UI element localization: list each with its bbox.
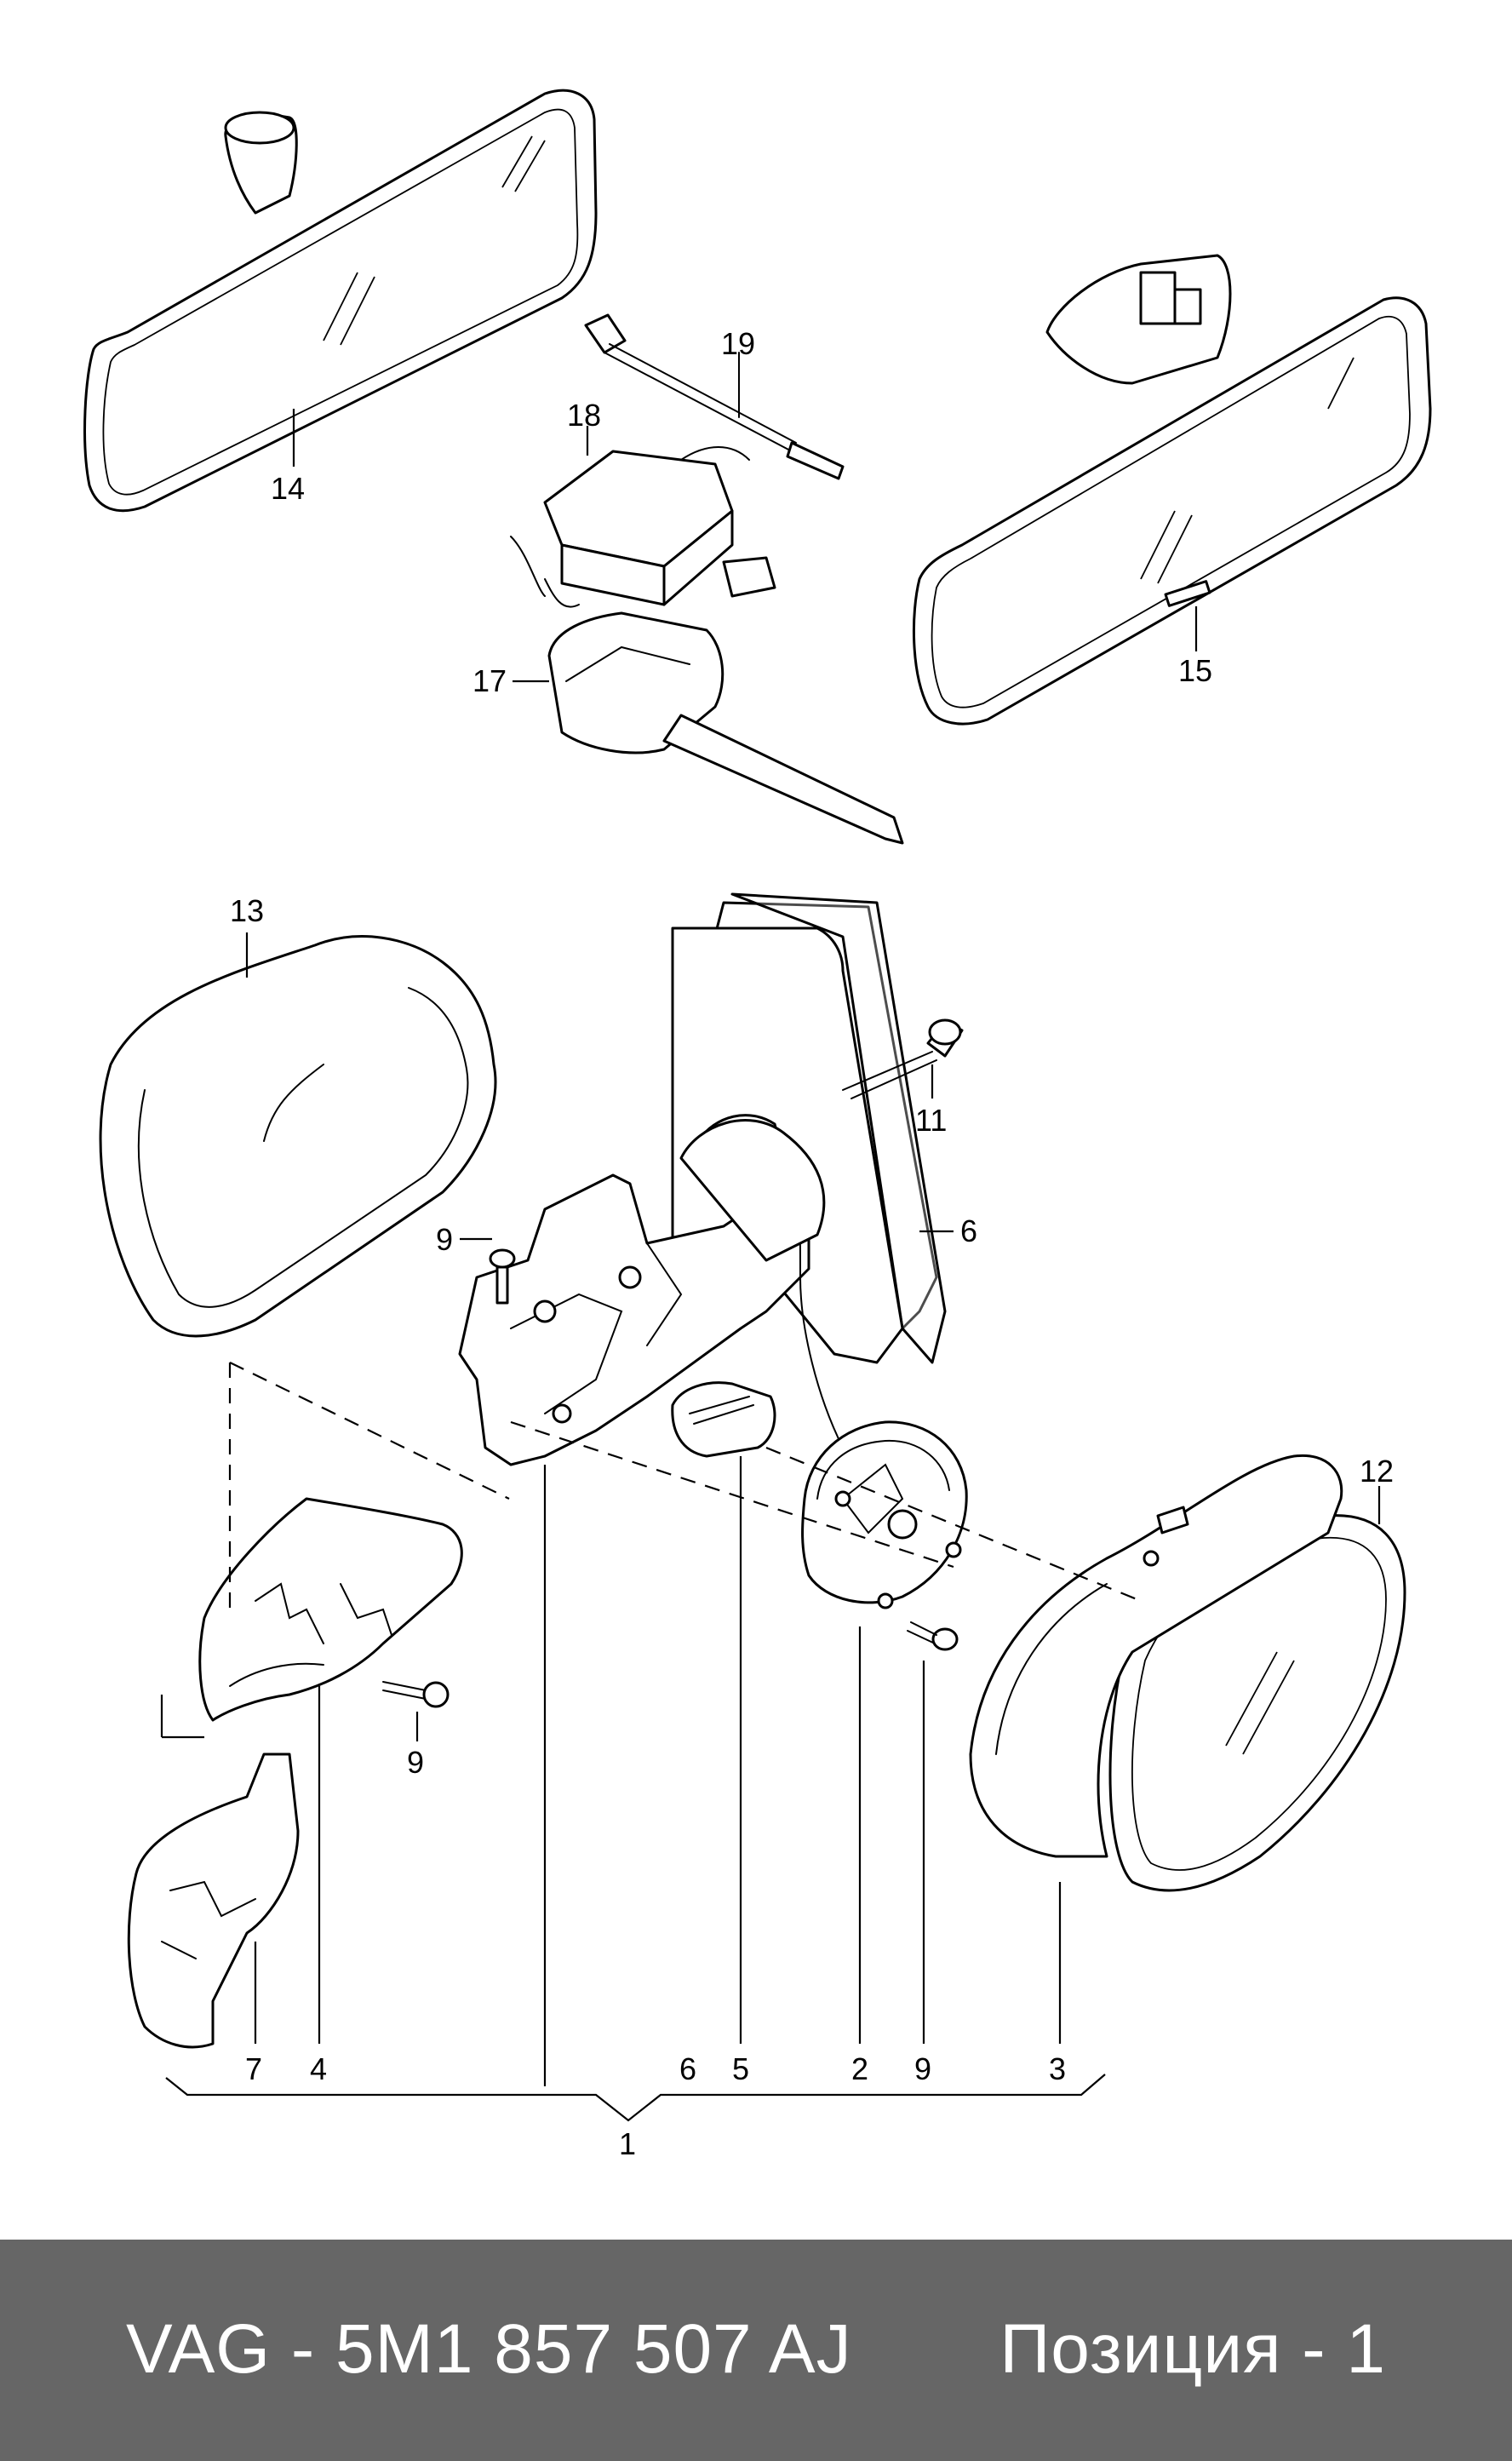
- mirror-bracket-1: [458, 1114, 844, 1466]
- assembly-dashed-lines: [228, 1362, 1142, 1618]
- lower-trim-7: [127, 1753, 300, 2049]
- bottom-leaders: [160, 1456, 742, 2086]
- control-module-18: [510, 426, 776, 608]
- screw-9-cover: [382, 1681, 450, 1741]
- adjustment-motor-2: [801, 1420, 968, 2044]
- callout-1: 1: [619, 2126, 636, 2161]
- callout-5: 5: [732, 2051, 749, 2086]
- interior-mirror-14: [83, 89, 598, 513]
- exploded-view-drawing: 14 19 18 17 15 13 11 6 9 12 9 7 4 6 5 2 …: [83, 89, 1432, 2161]
- callout-11: 11: [915, 1103, 947, 1138]
- wire-harness-19: [584, 313, 845, 480]
- callout-9-lower: 9: [914, 2051, 931, 2086]
- callout-17: 17: [472, 663, 507, 698]
- callout-9-upper: 9: [436, 1222, 453, 1257]
- group-bracket-1: [165, 2074, 1106, 2122]
- callout-9-middle: 9: [407, 1745, 424, 1780]
- cover-clip-5: [671, 1381, 776, 1458]
- mount-cover-17: [513, 611, 904, 845]
- position-label: Позиция - 1: [999, 2310, 1386, 2388]
- part-number-label: VAG - 5M1 857 507 AJ: [126, 2310, 852, 2388]
- footer-bar: VAG - 5M1 857 507 AJ Позиция - 1: [0, 2240, 1512, 2461]
- bolt-11: [842, 1018, 964, 1099]
- callout-18: 18: [567, 398, 601, 433]
- callout-4: 4: [310, 2051, 327, 2086]
- interior-mirror-15: [912, 254, 1432, 726]
- glass-carrier-3: [969, 1454, 1343, 2044]
- parts-diagram: 14 19 18 17 15 13 11 6 9 12 9 7 4 6 5 2 …: [83, 89, 1432, 2161]
- screw-9-motor: [907, 1621, 959, 2044]
- callout-12: 12: [1360, 1454, 1394, 1489]
- callout-6-upper: 6: [960, 1213, 977, 1248]
- callout-labels: 14 19 18 17 15 13 11 6 9 12 9 7 4 6 5 2 …: [230, 326, 1394, 2161]
- callout-14: 14: [271, 471, 305, 506]
- callout-15: 15: [1178, 653, 1212, 688]
- callout-6-lower: 6: [679, 2051, 696, 2086]
- callout-13: 13: [230, 893, 264, 928]
- base-cover-4: [198, 1497, 463, 2044]
- callout-2: 2: [851, 2051, 868, 2086]
- screw-9-bracket: [460, 1237, 516, 1305]
- callout-7: 7: [245, 2051, 262, 2086]
- callout-19: 19: [721, 326, 755, 361]
- callout-3: 3: [1049, 2051, 1066, 2086]
- mirror-housing-13: [99, 932, 497, 1338]
